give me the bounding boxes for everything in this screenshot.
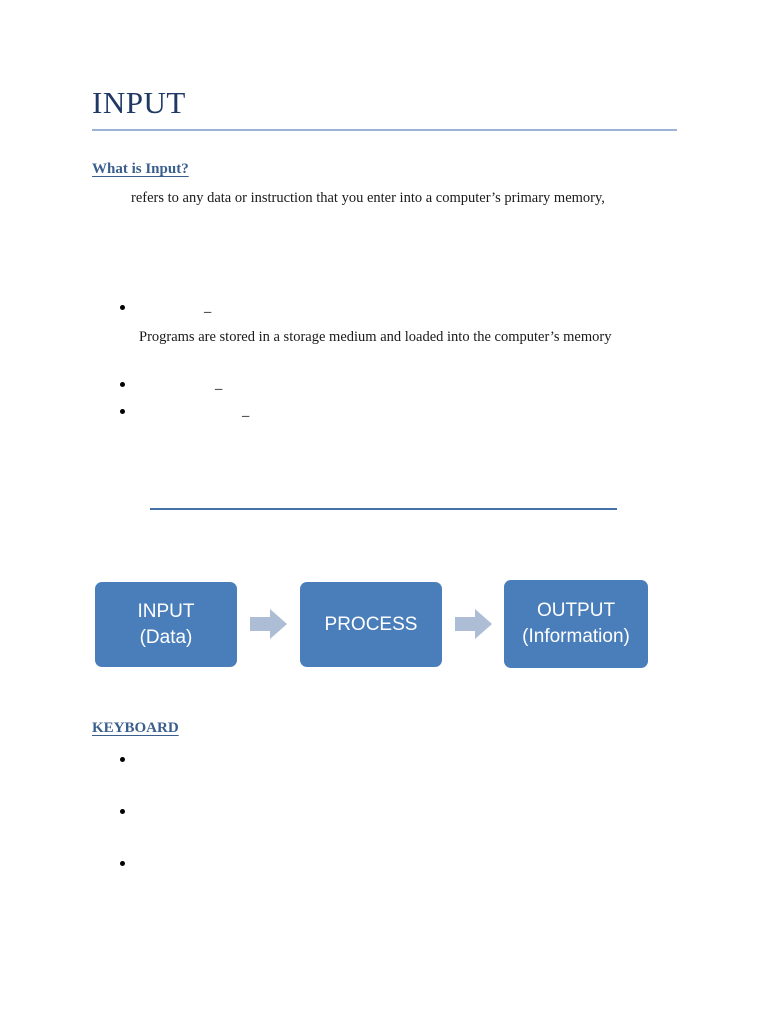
title-underline-rule xyxy=(92,129,677,131)
en-dash-glyph: – xyxy=(204,304,212,320)
flow-box-input: INPUT (Data) xyxy=(95,582,237,667)
section-heading-keyboard: KEYBOARD xyxy=(92,720,179,736)
arrow-right-icon xyxy=(250,609,287,639)
bullet-dot-icon xyxy=(120,305,125,310)
flow-box-process: PROCESS xyxy=(300,582,442,667)
flow-box-input-line1: INPUT xyxy=(137,600,195,622)
arrow-right-icon xyxy=(455,609,492,639)
flow-box-output-line1: OUTPUT xyxy=(536,600,616,621)
flow-box-process-line1: PROCESS xyxy=(324,613,418,635)
bullet-dot-icon xyxy=(120,409,125,414)
flow-box-output-line2: (Information) xyxy=(522,626,630,647)
section-heading-what-is-input: What is Input? xyxy=(92,161,189,177)
bullet-dot-icon xyxy=(120,382,125,387)
list-item: – xyxy=(120,382,222,396)
section-divider-rule xyxy=(150,508,617,510)
paragraph-programs-storage: Programs are stored in a storage medium … xyxy=(139,329,612,345)
paragraph-input-definition: refers to any data or instruction that y… xyxy=(131,190,605,206)
page-title: INPUT xyxy=(92,85,186,120)
bullet-dot-icon xyxy=(120,861,125,866)
bullet-dot-icon xyxy=(120,809,125,814)
flow-box-output: OUTPUT (Information) xyxy=(504,580,648,668)
list-item: – xyxy=(120,305,211,319)
list-item: – xyxy=(120,409,249,423)
en-dash-glyph: – xyxy=(242,408,250,424)
en-dash-glyph: – xyxy=(215,381,223,397)
bullet-dot-icon xyxy=(120,757,125,762)
flow-box-input-line2: (Data) xyxy=(139,626,193,648)
